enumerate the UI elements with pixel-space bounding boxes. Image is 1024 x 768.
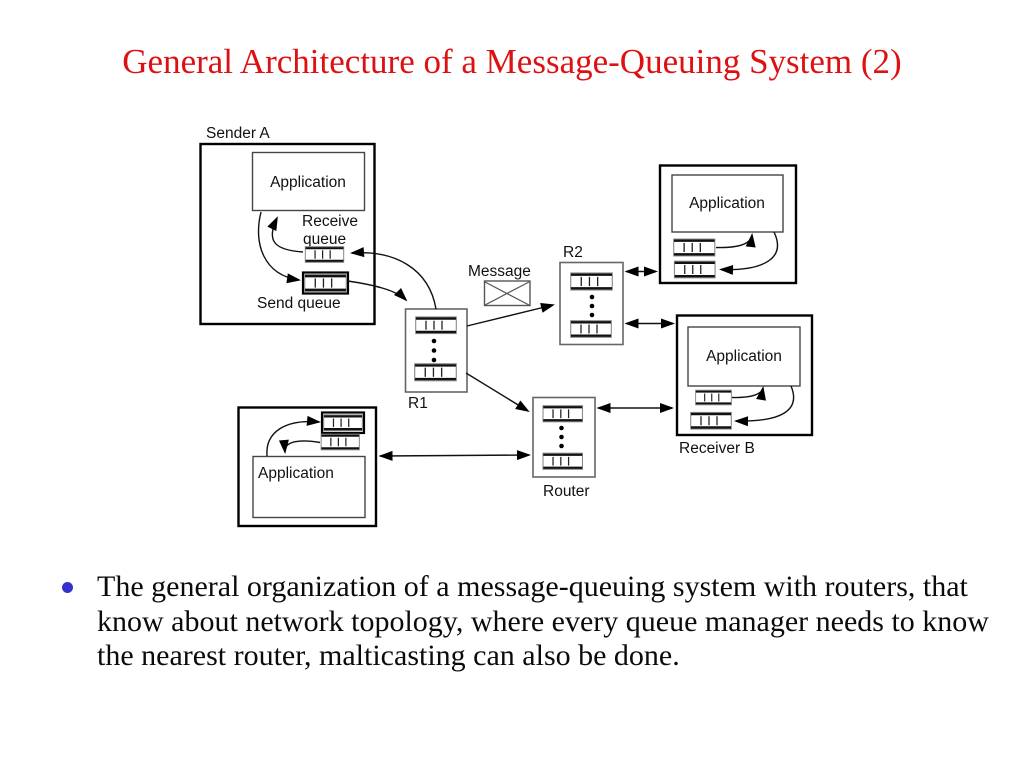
queue-icon bbox=[415, 316, 457, 335]
receiver-b-label: Receiver B bbox=[679, 440, 755, 457]
sender-a-application-box bbox=[251, 151, 366, 212]
receiver-b-group: Application Receiver B bbox=[675, 314, 814, 457]
send-queue-heavy-outline bbox=[301, 271, 350, 295]
bullet-list: The general organization of a message-qu… bbox=[55, 570, 1015, 674]
queue-icon bbox=[542, 452, 584, 470]
application-label: Application bbox=[689, 195, 765, 212]
sender-a-label: Sender A bbox=[206, 125, 270, 142]
receiver-top-right-application-box bbox=[671, 174, 784, 233]
application-bottom-left-outline bbox=[237, 406, 378, 528]
r1-label: R1 bbox=[408, 395, 428, 412]
arrow-bl-application-to-queue bbox=[266, 415, 321, 457]
queue-icon bbox=[570, 272, 613, 291]
vertical-ellipsis-dots bbox=[559, 425, 564, 449]
application-label: Application bbox=[258, 465, 334, 482]
queue-icon bbox=[542, 405, 584, 423]
arrow-tr-queue-to-application bbox=[715, 233, 756, 249]
queue-icon bbox=[673, 238, 716, 257]
queue-icon bbox=[320, 433, 360, 451]
r2-label: R2 bbox=[563, 244, 583, 261]
queue-icon bbox=[690, 411, 732, 430]
queue-icon bbox=[695, 388, 732, 407]
arrows bbox=[257, 211, 795, 461]
queue-icon bbox=[304, 246, 345, 263]
bullet-text: The general organization of a message-qu… bbox=[97, 570, 989, 672]
router-label: Router bbox=[543, 483, 590, 500]
message-group: Message bbox=[468, 263, 531, 307]
send-queue-label: Send queue bbox=[257, 295, 341, 312]
message-label: Message bbox=[468, 263, 531, 280]
sender-a-group: Sender A Application Receive queue Send … bbox=[199, 125, 376, 326]
arrow-application-to-send-queue bbox=[257, 211, 301, 284]
arrow-rb-application-to-queue bbox=[734, 385, 795, 427]
queue-icon bbox=[323, 413, 363, 432]
application-bottom-left-group: Application bbox=[237, 406, 378, 528]
message-queuing-architecture-diagram: Sender A Application Receive queue Send … bbox=[199, 125, 814, 528]
router-r1-group: R1 bbox=[404, 308, 468, 412]
arrow-bottom-left-to-router bbox=[378, 450, 531, 461]
receive-queue-label-line1: Receive bbox=[302, 213, 358, 230]
application-label: Application bbox=[270, 174, 346, 191]
application-label: Application bbox=[706, 348, 782, 365]
arrow-rb-queue-to-application bbox=[731, 386, 766, 401]
receiver-b-application-box bbox=[687, 326, 801, 387]
vertical-ellipsis-dots bbox=[589, 294, 595, 318]
router-bottom-group: Router bbox=[532, 396, 596, 500]
receiver-top-right-outline bbox=[658, 164, 798, 285]
queue-heavy-outline bbox=[320, 411, 366, 435]
application-bottom-left-application-box bbox=[252, 455, 366, 519]
arrow-r1-to-router bbox=[465, 372, 530, 413]
bullet-dot bbox=[62, 582, 73, 593]
queue-icon bbox=[673, 260, 717, 279]
queue-icon bbox=[304, 273, 347, 293]
arrow-send-queue-to-r1 bbox=[347, 280, 408, 302]
arrow-r1-to-r2 bbox=[466, 302, 555, 327]
sender-a-outline bbox=[199, 142, 376, 326]
receiver-b-outline bbox=[675, 314, 814, 437]
arrow-tr-application-to-queue bbox=[719, 231, 779, 275]
queue-icon bbox=[414, 363, 457, 382]
page-title: General Architecture of a Message-Queuin… bbox=[122, 42, 902, 81]
router-r2-group: R2 bbox=[559, 244, 624, 346]
arrow-bl-queue-to-application bbox=[278, 439, 321, 454]
envelope-icon bbox=[483, 280, 531, 307]
queue-icon bbox=[570, 319, 612, 339]
arrow-r1-to-receive-queue bbox=[350, 247, 437, 310]
receive-queue-label-line2: queue bbox=[303, 231, 346, 248]
vertical-ellipsis-dots bbox=[431, 338, 437, 363]
arrow-receive-queue-to-application bbox=[267, 216, 304, 253]
receiver-top-right-group: Application bbox=[658, 164, 798, 285]
